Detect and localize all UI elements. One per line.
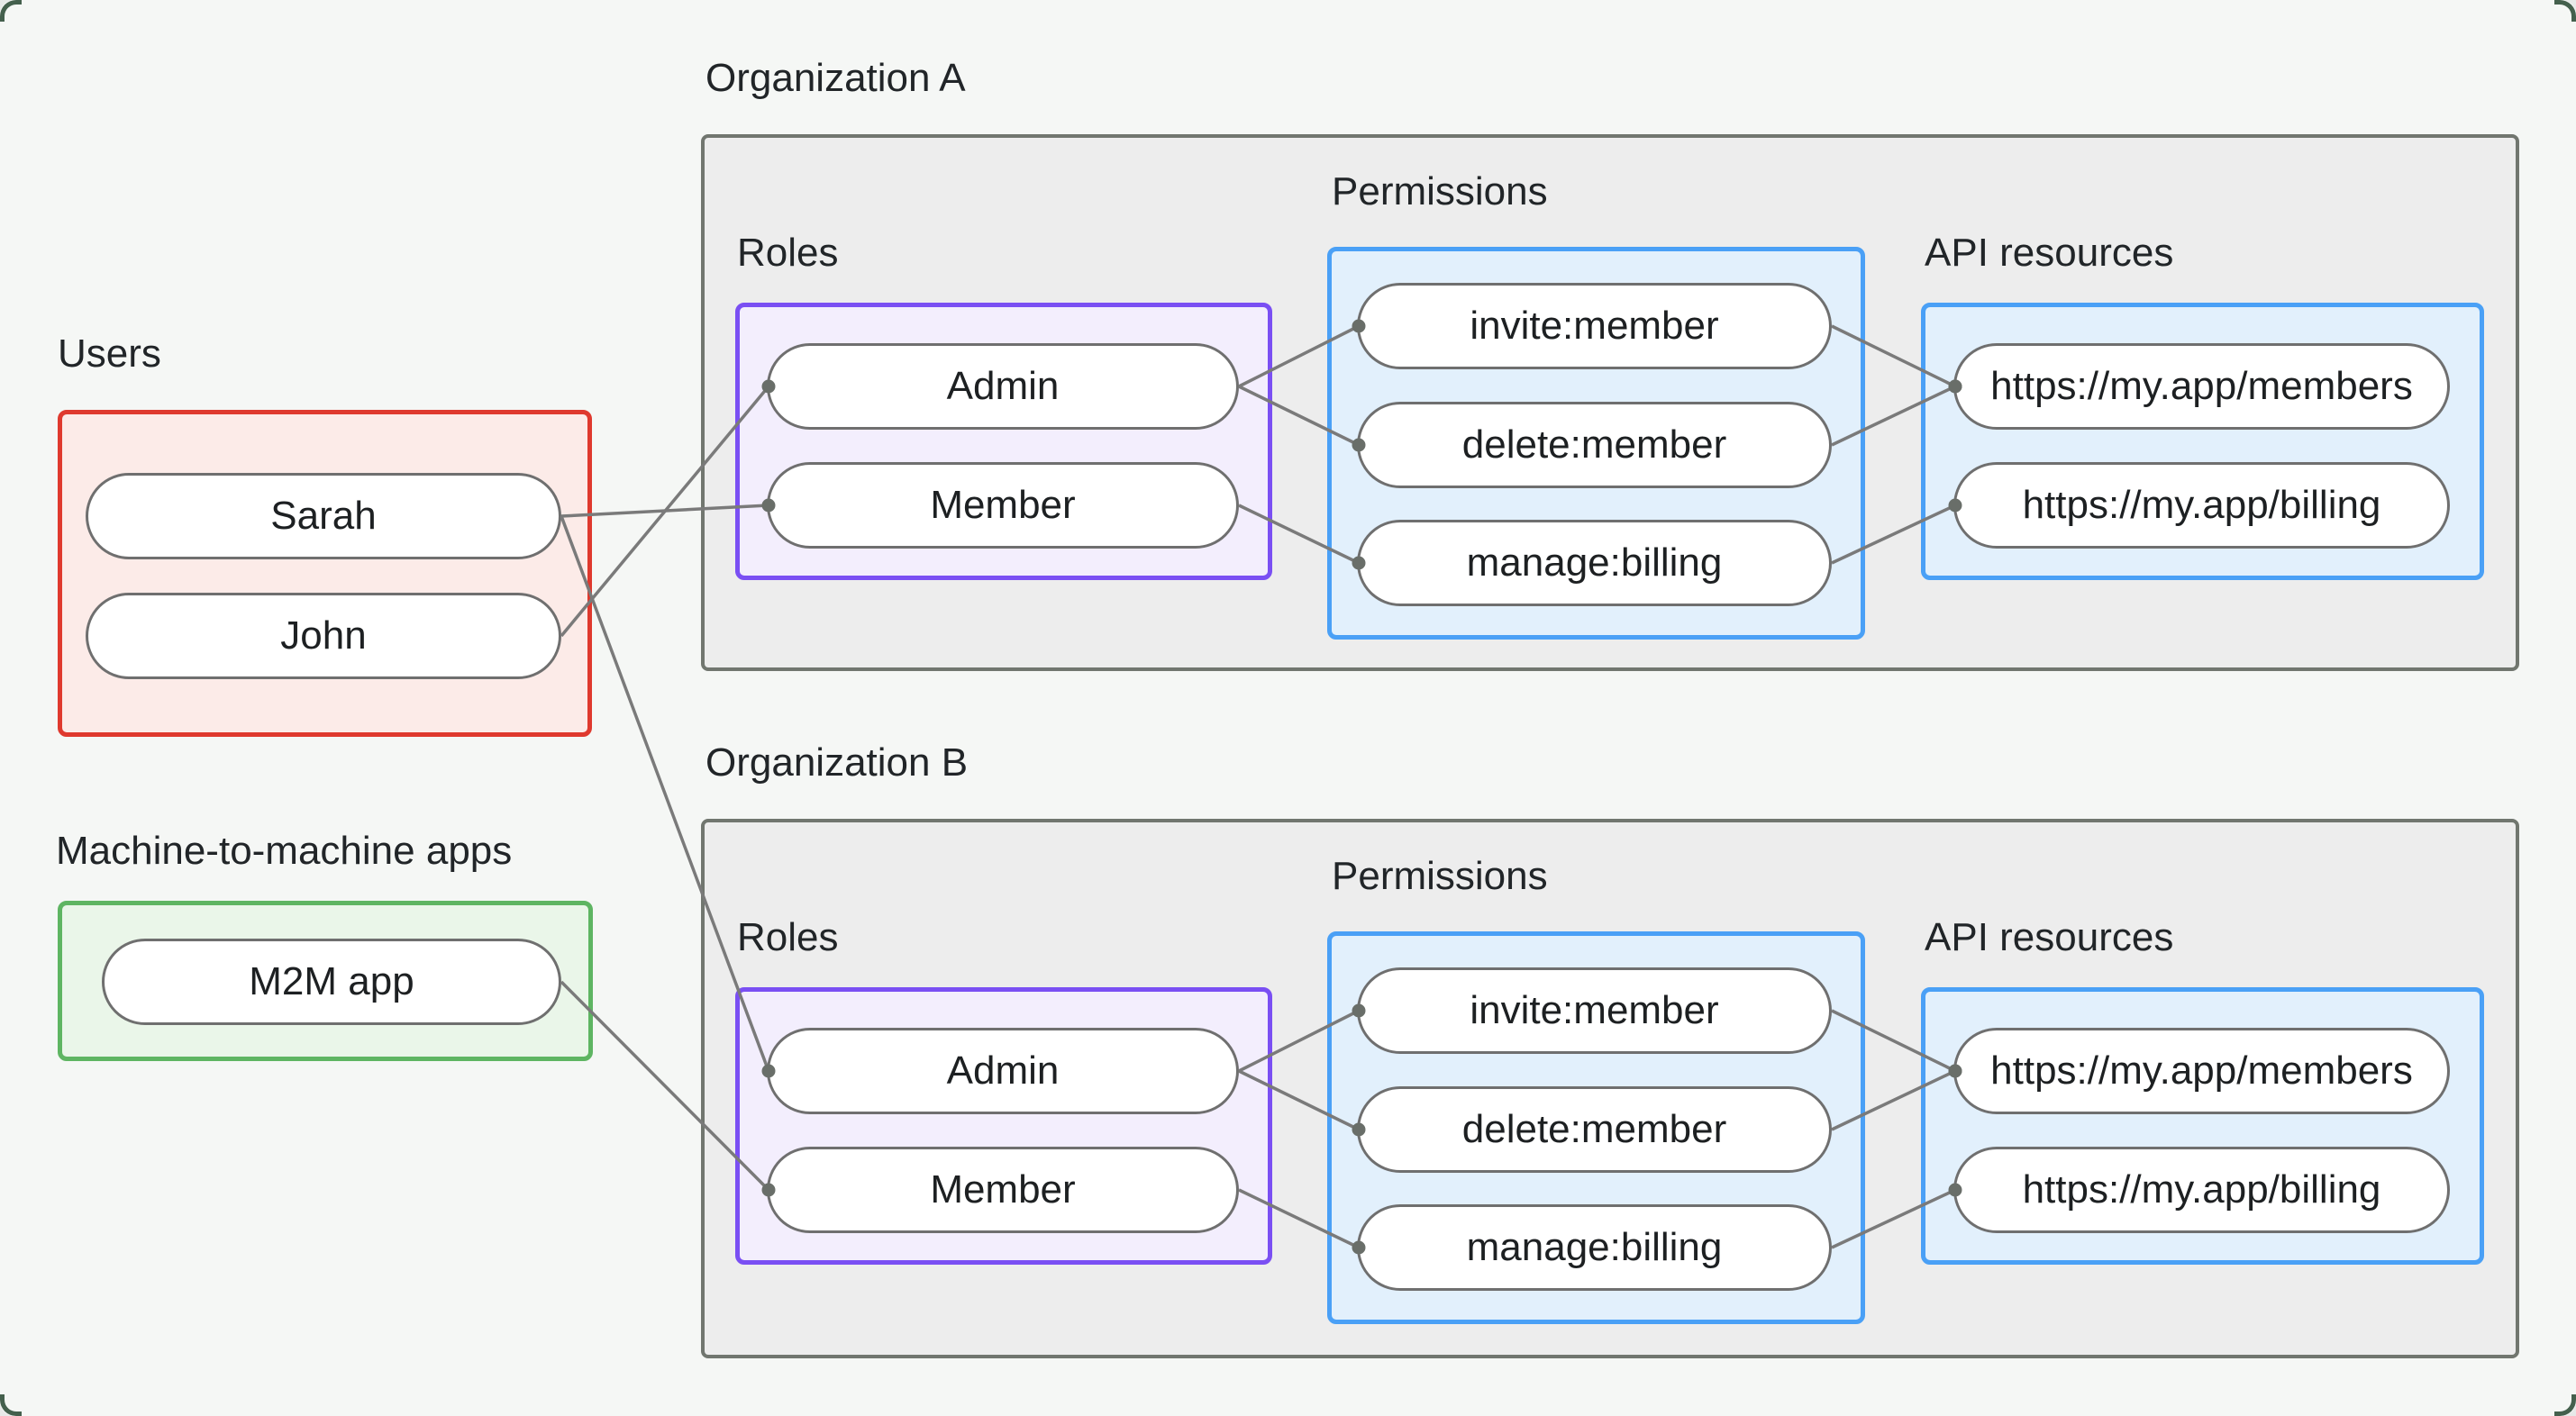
role-label: Member [930, 1167, 1076, 1212]
org-a-role-admin: Admin [767, 343, 1239, 430]
org-a-roles-label: Roles [737, 231, 839, 275]
api-resource-label: https://my.app/billing [2022, 1167, 2381, 1212]
api-resource-label: https://my.app/billing [2022, 483, 2381, 527]
permission-label: manage:billing [1466, 540, 1723, 585]
org-a-permission-manage-billing: manage:billing [1357, 520, 1832, 606]
window-corner-top-left [0, 0, 22, 22]
org-a-permissions-label: Permissions [1332, 169, 1548, 213]
role-label: Member [930, 483, 1076, 527]
role-label: Admin [946, 364, 1060, 408]
window-corner-top-right [2554, 0, 2576, 22]
m2m-section-label: Machine-to-machine apps [56, 829, 513, 873]
org-b-role-admin: Admin [767, 1028, 1239, 1114]
org-a-api-resources-label: API resources [1925, 231, 2174, 275]
users-group-box [58, 410, 592, 737]
org-b-api-resources-label: API resources [1925, 915, 2174, 959]
org-b-roles-label: Roles [737, 915, 839, 959]
role-label: Admin [946, 1048, 1060, 1093]
api-resource-label: https://my.app/members [1990, 1048, 2413, 1093]
org-b-api-members: https://my.app/members [1953, 1028, 2450, 1114]
m2m-app-node: M2M app [102, 939, 561, 1025]
org-b-role-member: Member [767, 1147, 1239, 1233]
org-b-permissions-label: Permissions [1332, 854, 1548, 898]
org-a-title: Organization A [705, 56, 966, 100]
org-a-role-member: Member [767, 462, 1239, 549]
org-a-api-billing: https://my.app/billing [1953, 462, 2450, 549]
m2m-node-label: M2M app [249, 959, 414, 1003]
permission-label: invite:member [1470, 304, 1719, 348]
org-b-title: Organization B [705, 740, 969, 785]
org-a-permission-delete-member: delete:member [1357, 402, 1832, 488]
org-a-permission-invite-member: invite:member [1357, 283, 1832, 369]
user-node-john: John [86, 593, 561, 679]
org-b-permission-manage-billing: manage:billing [1357, 1204, 1832, 1291]
permission-label: delete:member [1461, 1107, 1727, 1151]
window-corner-bottom-left [0, 1394, 22, 1416]
window-corner-bottom-right [2554, 1394, 2576, 1416]
org-b-permission-delete-member: delete:member [1357, 1086, 1832, 1173]
permission-label: delete:member [1461, 422, 1727, 467]
org-b-permission-invite-member: invite:member [1357, 967, 1832, 1054]
permission-label: manage:billing [1466, 1225, 1723, 1269]
api-resource-label: https://my.app/members [1990, 364, 2413, 408]
org-b-api-billing: https://my.app/billing [1953, 1147, 2450, 1233]
user-node-label: John [280, 613, 367, 658]
user-node-label: Sarah [270, 494, 377, 538]
users-section-label: Users [58, 331, 161, 376]
user-node-sarah: Sarah [86, 473, 561, 559]
org-a-api-members: https://my.app/members [1953, 343, 2450, 430]
permission-label: invite:member [1470, 988, 1719, 1032]
